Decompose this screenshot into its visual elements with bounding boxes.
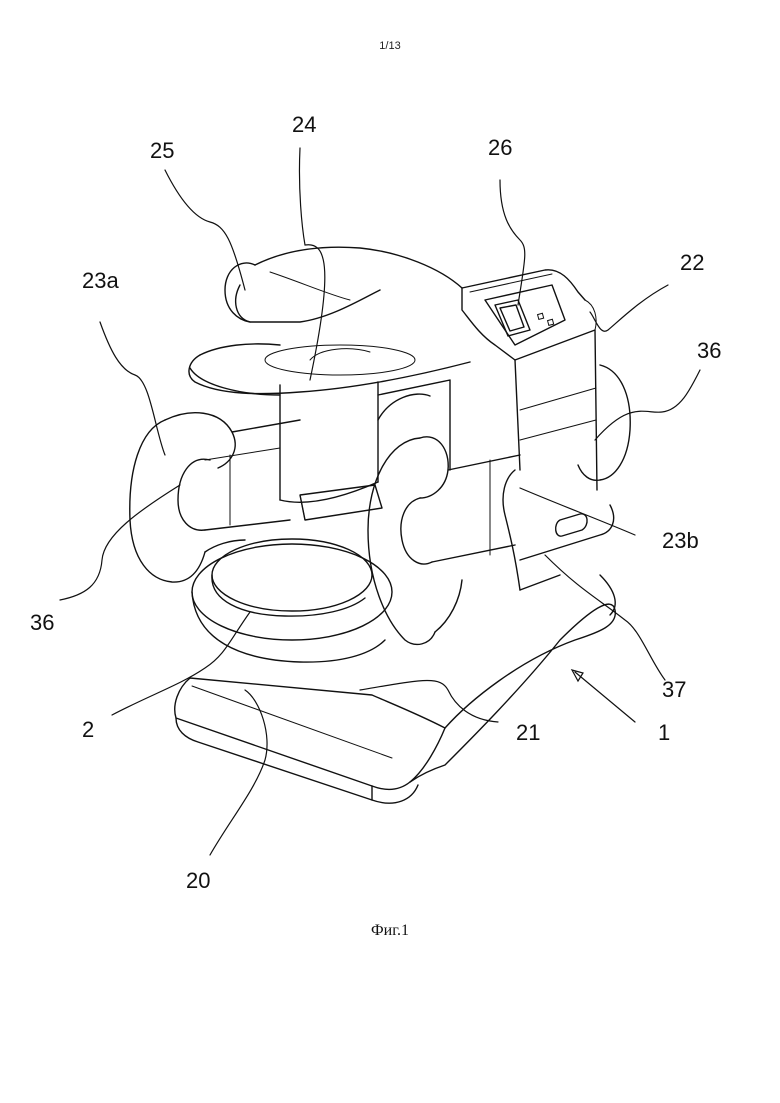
label-37: 37 — [662, 677, 686, 702]
label-36-right: 36 — [697, 338, 721, 363]
label-24: 24 — [292, 112, 316, 137]
label-26: 26 — [488, 135, 512, 160]
label-22: 22 — [680, 250, 704, 275]
left-tube-assembly — [130, 413, 300, 582]
label-21: 21 — [516, 720, 540, 745]
label-23b: 23b — [662, 528, 699, 553]
display-panel — [485, 285, 565, 345]
right-tube-assembly — [368, 365, 630, 644]
label-20: 20 — [186, 868, 210, 893]
right-housing — [462, 270, 597, 490]
label-23a: 23a — [82, 268, 119, 293]
label-1: 1 — [658, 720, 670, 745]
seat-ring — [192, 485, 392, 662]
central-column — [280, 380, 450, 502]
figure-caption: Фиг.1 — [0, 922, 780, 940]
label-2: 2 — [82, 717, 94, 742]
reference-labels: 25 24 26 22 23a 36 23b 36 37 2 21 1 20 — [30, 112, 721, 893]
top-handle — [189, 247, 470, 395]
label-25: 25 — [150, 138, 174, 163]
label-36-left: 36 — [30, 610, 54, 635]
